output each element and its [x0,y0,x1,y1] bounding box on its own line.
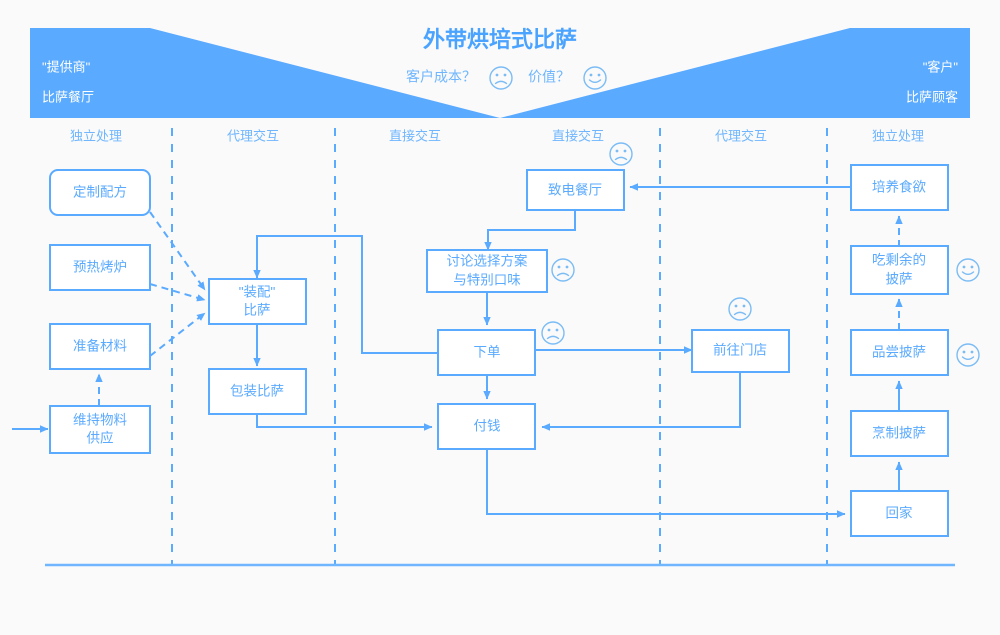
node-label-maintain-supply-2: 供应 [87,430,114,446]
column-header-0: 独立处理 [70,128,122,143]
sad-face-icon-place-order [541,321,565,345]
banner-subtitle-cost: 客户成本？ [406,69,476,85]
node-go-home[interactable]: 回家 [850,490,949,537]
node-label-taste-pizza: 品尝披萨 [872,345,926,360]
node-pay[interactable]: 付钱 [437,403,536,450]
node-label-eat-leftover-2: 披萨 [886,272,913,287]
banner-title: 外带烘培式比萨 [423,27,577,52]
sad-face-icon-cost [489,66,513,90]
node-cook-pizza[interactable]: 烹制披萨 [850,410,949,457]
node-build-appetite[interactable]: 培养食欲 [850,164,949,211]
node-label-call-restaurant: 致电餐厅 [548,183,602,198]
sad-face-icon-call-restaurant [609,142,633,166]
node-label-cook-pizza: 烹制披萨 [872,425,926,441]
node-package-pizza[interactable]: 包装比萨 [208,368,307,415]
node-call-restaurant[interactable]: 致电餐厅 [526,169,625,211]
column-header-1: 代理交互 [227,128,279,143]
column-header-2: 直接交互 [389,128,441,143]
node-label-place-order: 下单 [474,345,501,360]
sad-face-icon-discuss-options [551,258,575,282]
node-taste-pizza[interactable]: 品尝披萨 [850,329,949,376]
node-label-assemble-pizza-2: 比萨 [244,303,271,318]
nodes: 定制配方 预热烤炉 准备材料 维持物料 供应 "装配" 比萨 包装比萨 致电餐厅 [49,164,949,537]
node-label-build-appetite: 培养食欲 [872,179,926,195]
node-label-pay: 付钱 [474,419,501,434]
node-label-discuss-options-2: 与特别口味 [453,273,521,288]
banner-left-bottom: 比萨餐厅 [42,89,94,104]
header-banner: 外带烘培式比萨 客户成本？ 价值？ "提供商" 比萨餐厅 "客户" 比萨顾客 [30,27,970,118]
node-eat-leftover[interactable]: 吃剩余的 披萨 [850,245,949,295]
arrow-preheat-to-assemble [149,283,206,302]
column-header-4: 代理交互 [715,128,767,143]
node-label-discuss-options-1: 讨论选择方案 [447,253,528,269]
node-label-prepare-materials: 准备材料 [73,338,127,354]
column-headers: 独立处理 代理交互 直接交互 直接交互 代理交互 独立处理 [70,128,924,143]
column-header-3: 直接交互 [552,128,604,143]
banner-left-top: "提供商" [42,59,91,74]
node-place-order[interactable]: 下单 [437,329,536,376]
node-go-to-store[interactable]: 前往门店 [691,329,790,373]
arrow-prepare-to-assemble [149,312,206,357]
node-label-go-home: 回家 [886,505,914,521]
column-header-5: 独立处理 [872,128,924,143]
node-label-go-to-store: 前往门店 [713,342,767,358]
arrow-pay-to-home [486,450,846,518]
arrow-recipe-to-assemble [149,211,206,291]
node-label-eat-leftover-1: 吃剩余的 [872,252,926,268]
node-custom-recipe[interactable]: 定制配方 [49,169,151,216]
banner-subtitle-value: 价值？ [528,69,570,85]
banner-right-bottom: 比萨顾客 [906,89,958,104]
emotion-markers [541,142,980,367]
node-label-package-pizza: 包装比萨 [230,384,284,399]
node-maintain-supply[interactable]: 维持物料 供应 [49,405,151,454]
node-label-preheat-oven: 预热烤炉 [73,260,127,275]
connectors [12,183,903,518]
happy-face-icon-eat-leftover [956,258,980,282]
node-label-maintain-supply-1: 维持物料 [73,413,127,428]
node-label-assemble-pizza-1: "装配" [239,285,276,300]
happy-face-icon-taste-pizza [956,343,980,367]
sad-face-icon-go-to-store [728,297,752,321]
banner-notch [150,28,850,118]
node-discuss-options[interactable]: 讨论选择方案 与特别口味 [426,249,548,293]
node-label-custom-recipe: 定制配方 [73,185,127,200]
arrow-package-to-pay [256,414,433,431]
node-assemble-pizza[interactable]: "装配" 比萨 [208,278,307,325]
node-prepare-materials[interactable]: 准备材料 [49,323,151,370]
node-preheat-oven[interactable]: 预热烤炉 [49,244,151,291]
arrow-call-to-discuss [484,209,576,251]
banner-right-top: "客户" [923,59,959,74]
arrow-store-to-pay [541,371,741,431]
happy-face-icon-value [583,66,607,90]
arrow-order-to-assemble [253,235,438,354]
